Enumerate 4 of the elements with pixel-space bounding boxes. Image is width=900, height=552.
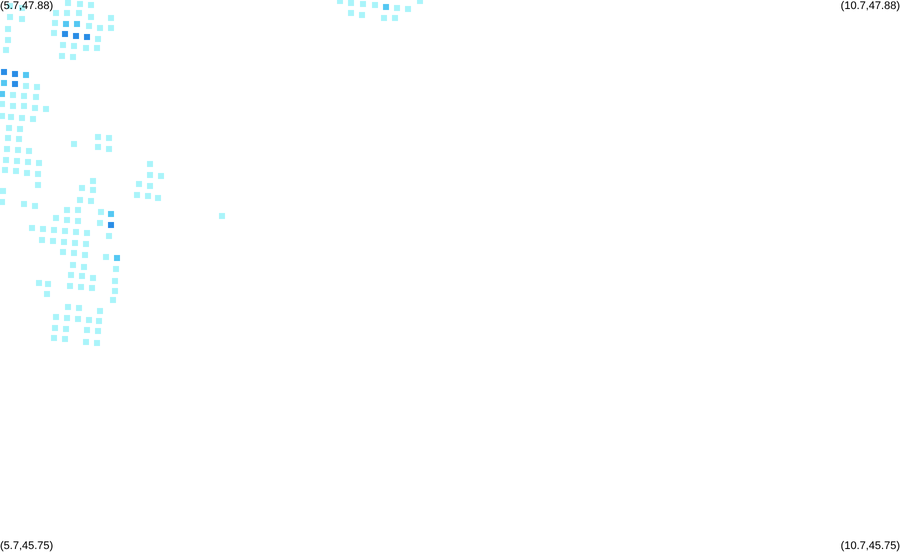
coordinate-label: (5.7,47.88): [0, 0, 54, 12]
coordinate-label: (10.7,45.75): [840, 540, 900, 552]
coordinate-label: (5.7,45.75): [0, 540, 54, 552]
coordinate-label: (10.7,47.88): [840, 0, 900, 12]
